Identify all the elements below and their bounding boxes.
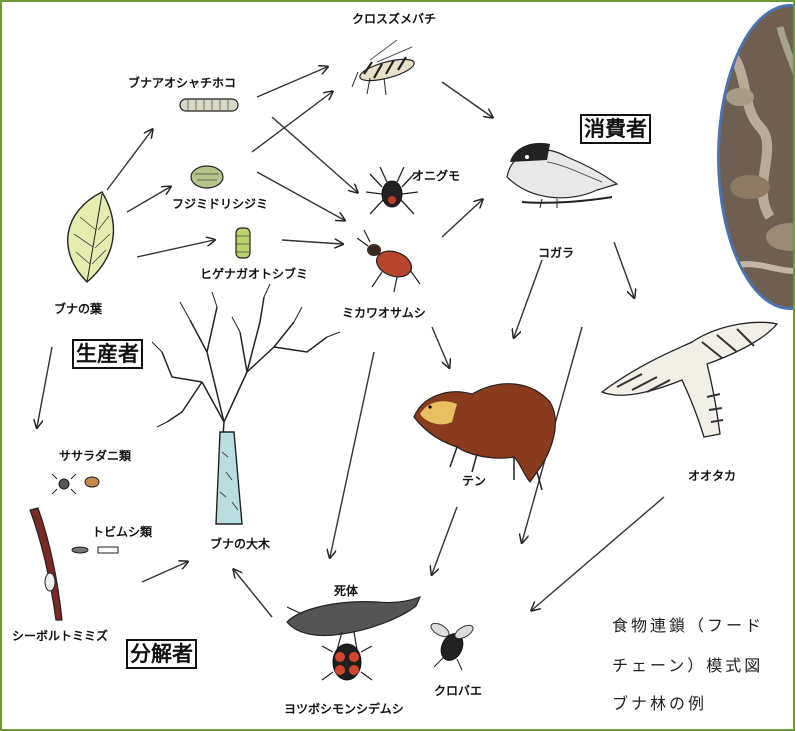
kurobae-illustration — [429, 621, 475, 670]
arrow-leaf-to-higenagaotoshibumi — [137, 240, 214, 257]
arrow-fujimidorishijimi-to-mikawaosamushi — [257, 172, 344, 220]
label-mikawaosamushi: ミカワオサムシ — [342, 304, 426, 321]
mikawaosamushi-illustration — [357, 230, 420, 292]
label-buna-leaf: ブナの葉 — [54, 300, 102, 317]
fujimidorishijimi-illustration — [191, 166, 223, 188]
label-tobimushi: トビムシ類 — [92, 523, 152, 540]
sasaradani-illustration — [52, 474, 99, 494]
arrow-bunaaoshachihoko-to-kurosuzumebachi — [257, 67, 327, 97]
higenagaotoshibumi-illustration — [236, 228, 250, 258]
label-kurosuzumebachi: クロスズメバチ — [352, 10, 436, 27]
caption-line-1: 食物連鎖（フード — [612, 612, 764, 636]
label-ten: テン — [462, 472, 486, 489]
kogara-illustration — [507, 143, 617, 208]
label-bunaaoshachihoko: ブナアオシャチホコ — [128, 74, 236, 91]
arrow-bunaaoshachihoko-to-onigumo — [272, 117, 357, 192]
arrow-leaf-to-bunaaoshachihoko — [107, 130, 152, 190]
label-higenagaotoshibumi: ヒゲナガオトシブミ — [200, 265, 308, 282]
arrow-leaf-to-sasaradani — [37, 347, 52, 427]
label-shitai: 死体 — [334, 582, 358, 599]
label-kurobae: クロバエ — [434, 682, 482, 699]
label-buna-tree: ブナの大木 — [210, 535, 270, 552]
label-siebold-mimizu: シーボルトミミズ — [12, 627, 108, 644]
arrow-fujimidorishijimi-to-kurosuzumebachi — [252, 92, 332, 152]
bunaaoshachihoko-illustration — [180, 99, 238, 111]
kurosuzumebachi-illustration — [352, 40, 416, 95]
label-ootaka: オオタカ — [688, 467, 736, 484]
category-decomposer: 分解者 — [126, 639, 197, 669]
siebold-mimizu-illustration — [30, 508, 62, 620]
inset-photo — [717, 4, 795, 310]
arrow-tobimushi-to-tree — [142, 562, 187, 582]
arrow-kogara-to-ootaka — [614, 242, 634, 297]
buna-tree-illustration — [152, 284, 340, 524]
arrow-kurosuzumebachi-to-kogara — [442, 82, 492, 117]
label-onigumo: オニグモ — [412, 167, 460, 184]
arrow-mikawaosamushi-to-kogara — [442, 200, 482, 237]
yotsuboshi-illustration — [322, 644, 372, 680]
tobimushi-illustration — [72, 547, 118, 553]
caption-line-3: ブナ林の例 — [612, 690, 707, 714]
arrow-higenagaotoshibumi-to-mikawaosamushi — [282, 240, 342, 244]
shitai-illustration — [287, 597, 420, 650]
arrow-ten-to-shitai — [432, 507, 457, 574]
label-yotsuboshi: ヨツボシモンシデムシ — [284, 700, 404, 717]
ootaka-illustration — [602, 322, 777, 437]
arrow-mikawaosamushi-to-ten — [432, 327, 449, 367]
label-fujimidorishijimi: フジミドリシジミ — [172, 195, 268, 212]
arrow-kogara-to-ten — [514, 260, 542, 337]
buna-leaf-illustration — [68, 192, 114, 282]
arrow-ootaka-to-shitai — [532, 497, 664, 610]
label-sasaradani: ササラダニ類 — [59, 447, 131, 464]
category-producer: 生産者 — [72, 339, 143, 369]
arrow-mikawaosamushi-to-shitai — [330, 352, 374, 557]
arrow-shitai-to-tree — [234, 570, 272, 617]
inset-photo-texture — [720, 7, 795, 307]
caption-line-2: チェーン）模式図 — [612, 652, 763, 676]
category-consumer: 消費者 — [580, 114, 651, 144]
onigumo-illustration — [366, 167, 418, 214]
arrow-leaf-to-fujimidorishijimi — [127, 187, 170, 212]
label-kogara: コガラ — [538, 244, 574, 261]
